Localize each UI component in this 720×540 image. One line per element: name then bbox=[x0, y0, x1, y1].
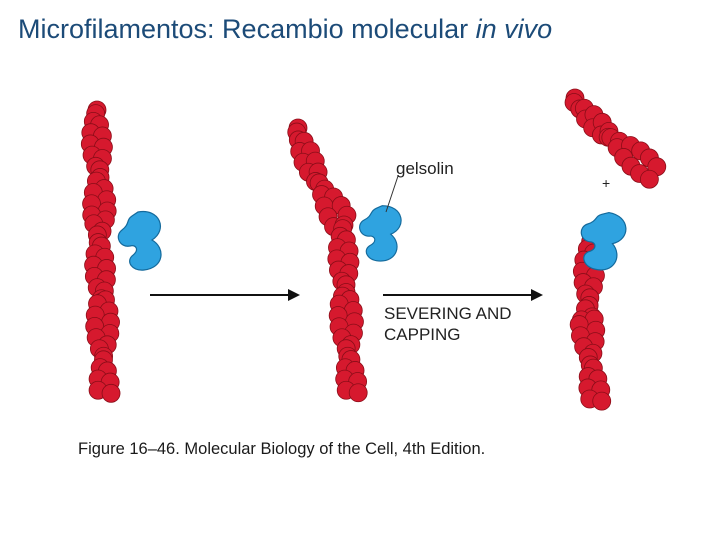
actin-monomer bbox=[639, 169, 659, 189]
gelsolin-free bbox=[117, 210, 162, 271]
actin-filament-1 bbox=[80, 100, 121, 403]
gelsolin-bound bbox=[359, 205, 402, 262]
severing-capping-line-1: SEVERING AND bbox=[384, 304, 512, 323]
plus-end-label: + bbox=[602, 175, 611, 191]
actin-monomer bbox=[101, 383, 121, 403]
slide-title-main: Microfilamentos: Recambio molecular bbox=[18, 14, 476, 44]
arrows bbox=[150, 289, 543, 301]
gelsolin-pointer-line bbox=[385, 175, 399, 213]
slide-title-italic: in vivo bbox=[475, 14, 553, 44]
actin-filaments bbox=[80, 88, 667, 411]
actin-filament-2-upper bbox=[287, 118, 357, 236]
severing-capping-label: SEVERING AND CAPPING bbox=[384, 303, 512, 345]
actin-filament-2-lower bbox=[327, 215, 368, 403]
gelsolin-proteins bbox=[117, 205, 627, 271]
actin-monomer bbox=[592, 391, 612, 411]
figure-caption: Figure 16–46. Molecular Biology of the C… bbox=[78, 440, 486, 458]
severing-capping-line-2: CAPPING bbox=[384, 325, 461, 344]
actin-filament-3-fragment bbox=[564, 88, 667, 189]
slide-title: Microfilamentos: Recambio molecular in v… bbox=[18, 14, 552, 45]
arrow-2-head bbox=[531, 289, 543, 301]
gelsolin-cap bbox=[580, 211, 627, 271]
gelsolin-label: gelsolin bbox=[396, 159, 454, 178]
actin-monomer bbox=[348, 383, 368, 403]
arrow-1-head bbox=[288, 289, 300, 301]
